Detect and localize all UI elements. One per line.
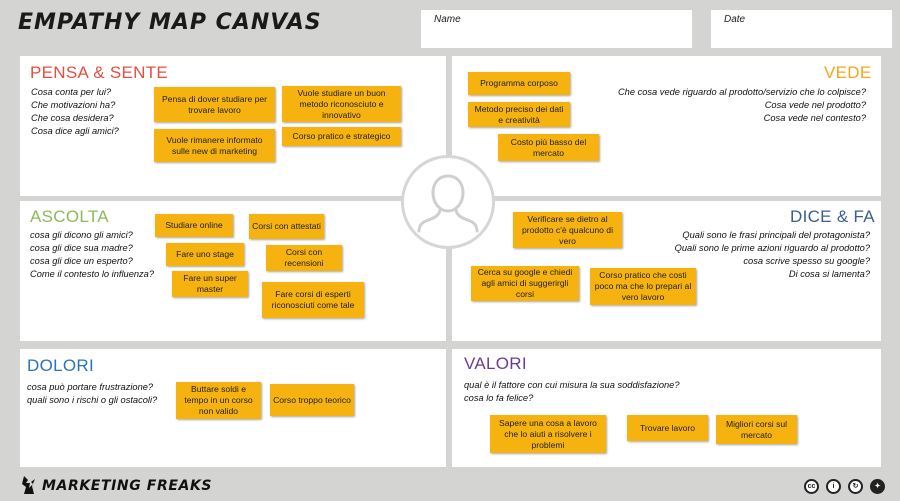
freak-logo-icon — [22, 476, 35, 494]
sticky-note[interactable]: Programma corposo — [468, 72, 570, 95]
question: Cosa conta per lui? — [31, 87, 112, 97]
sticky-note[interactable]: Corsi con attestati — [249, 214, 324, 239]
panel-pensa — [20, 56, 446, 196]
user-silhouette-icon — [417, 174, 479, 233]
sticky-note[interactable]: Migliori corsi sul mercato — [716, 415, 797, 444]
date-field[interactable]: Date — [711, 10, 892, 48]
sticky-note[interactable]: Studiare online — [155, 214, 233, 237]
question: cosa lo fa felice? — [464, 393, 534, 403]
title-vede: VEDE — [824, 63, 872, 82]
sticky-note[interactable]: Corsi con recensioni — [266, 245, 342, 271]
sticky-note[interactable]: Vuole studiare un buon metodo riconosciu… — [282, 86, 401, 122]
sticky-note[interactable]: Vuole rimanere informato sulle new di ma… — [154, 129, 275, 162]
title-pensa: PENSA & SENTE — [30, 63, 169, 82]
question: cosa gli dice un esperto? — [30, 256, 133, 266]
canvas-title: EMPATHY MAP CANVAS — [18, 10, 322, 35]
sticky-note[interactable]: Corso troppo teorico — [270, 384, 354, 416]
question: Come il contesto lo influenza? — [30, 269, 155, 279]
brand-name: MARKETING FREAKS — [42, 478, 213, 494]
question: Quali sono le prime azioni riguardo al p… — [674, 243, 870, 253]
questions-dolori: cosa può portare frustrazione? quali son… — [27, 381, 157, 407]
title-valori: VALORI — [464, 354, 527, 373]
question: Cosa dice agli amici? — [31, 126, 119, 136]
question: cosa gli dicono gli amici? — [30, 230, 133, 240]
question: cosa può portare frustrazione? — [27, 382, 154, 392]
questions-valori: qual è il fattore con cui misura la sua … — [464, 379, 680, 405]
sticky-note[interactable]: Pensa di dover studiare per trovare lavo… — [154, 87, 275, 122]
questions-vede: Che cosa vede riguardo al prodotto/servi… — [618, 86, 866, 125]
sticky-note[interactable]: Sapere una cosa a lavoro che lo aiuti a … — [490, 415, 606, 453]
question: Che cosa desidera? — [31, 113, 114, 123]
title-dolori: DOLORI — [27, 356, 94, 375]
freak-icon: ✦ — [870, 479, 885, 494]
question: Di cosa si lamenta? — [788, 269, 870, 279]
questions-ascolta: cosa gli dicono gli amici? cosa gli dice… — [30, 229, 154, 281]
sticky-note[interactable]: Metodo preciso dei dati e creatività — [468, 102, 570, 127]
name-label: Name — [434, 14, 461, 25]
sticky-note[interactable]: Corso pratico che costi poco ma che lo p… — [590, 268, 696, 305]
question: Quali sono le frasi principali del prota… — [682, 230, 870, 240]
question: Cosa vede nel prodotto? — [764, 100, 866, 110]
date-label: Date — [724, 14, 746, 25]
cc-icon: cc — [804, 479, 819, 494]
question: Che motivazioni ha? — [31, 100, 116, 110]
questions-pensa: Cosa conta per lui? Che motivazioni ha? … — [31, 86, 119, 138]
sticky-note[interactable]: Cerca su google e chiedi agli amici di s… — [471, 266, 579, 301]
sa-icon: ↻ — [848, 479, 863, 494]
by-icon: i — [826, 479, 841, 494]
question: qual è il fattore con cui misura la sua … — [464, 380, 680, 390]
sticky-note[interactable]: Fare uno stage — [166, 243, 244, 266]
sticky-note[interactable]: Corso pratico e strategico — [282, 127, 401, 146]
sticky-note[interactable]: Verificare se dietro al prodotto c'è qua… — [513, 212, 622, 248]
name-field[interactable]: Name — [421, 10, 692, 48]
persona-circle — [401, 155, 495, 249]
title-dice: DICE & FA — [790, 207, 875, 226]
sticky-note[interactable]: Fare un super master — [172, 271, 248, 297]
question: Cosa vede nel contesto? — [763, 113, 866, 123]
title-ascolta: ASCOLTA — [30, 207, 109, 226]
question: cosa gli dice sua madre? — [30, 243, 133, 253]
question: quali sono i rischi o gli ostacoli? — [27, 395, 158, 405]
question: cosa scrive spesso su google? — [743, 256, 870, 266]
sticky-note[interactable]: Costo più basso del mercato — [498, 134, 599, 161]
sticky-note[interactable]: Fare corsi di esperti riconosciuti come … — [262, 282, 364, 318]
sticky-note[interactable]: Trovare lavoro — [627, 415, 708, 441]
sticky-note[interactable]: Buttare soldi e tempo in un corso non va… — [176, 382, 261, 419]
question: Che cosa vede riguardo al prodotto/servi… — [617, 87, 866, 97]
questions-dice: Quali sono le frasi principali del prota… — [675, 229, 870, 281]
